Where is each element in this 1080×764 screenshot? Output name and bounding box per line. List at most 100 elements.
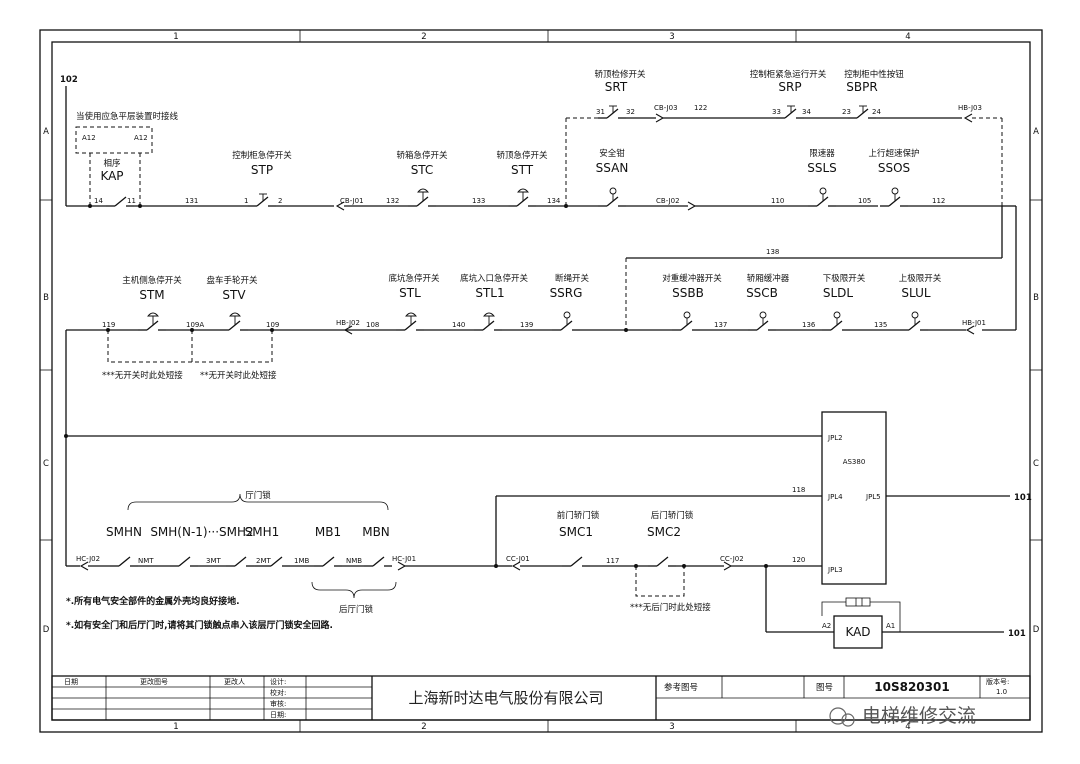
sbpr-tag: SBPR — [846, 80, 877, 94]
note-grounding: *.所有电气安全部件的金属外壳均良好接地. — [66, 595, 240, 607]
stc-switch — [407, 188, 437, 207]
note-safety-door: *.如有安全门和后厅门时,请将其门锁触点串入该层厅门锁安全回路. — [66, 619, 333, 631]
grid-col-4: 4 — [905, 32, 910, 42]
smc2-tag: SMC2 — [647, 525, 681, 539]
row3-circuit: HC-J02 厅门锁 SMHN NMT SMH(N-1)···SMH2 3MT … — [65, 436, 1026, 649]
sscb-switch — [747, 311, 777, 331]
grid-row-d-right: D — [1033, 625, 1040, 635]
tb-version: 1.0 — [996, 688, 1007, 696]
smh-n1-contact — [169, 556, 199, 567]
row1-circuit: 102 当使用应急平层装置时接线 A12 A12 相序 KAP 14 11 13… — [60, 69, 1003, 330]
wire-132: 132 — [386, 197, 399, 205]
kad-tag: KAD — [845, 625, 870, 639]
wire-105: 105 — [858, 197, 871, 205]
stv-desc: 盘车手轮开关 — [206, 275, 258, 286]
grid-col-3: 3 — [669, 32, 674, 42]
wechat-icon — [829, 707, 847, 725]
ssan-tag: SSAN — [596, 161, 629, 175]
stp-desc: 控制柜急停开关 — [232, 150, 292, 161]
grid-row-b: B — [43, 293, 49, 303]
smc2-desc: 后门轿门锁 — [651, 510, 694, 521]
smh1-tag: SMH1 — [245, 525, 280, 539]
srp-terminal-34: 34 — [802, 108, 811, 116]
smhn-contact — [109, 556, 139, 567]
wire-108: 108 — [366, 321, 379, 329]
ssls-desc: 限速器 — [809, 149, 835, 159]
srp-desc: 控制柜紧急运行开关 — [750, 69, 827, 80]
stc-tag: STC — [411, 163, 434, 177]
grid-col-3-bottom: 3 — [669, 722, 674, 732]
cb-j02: CB-J02 — [656, 197, 680, 205]
module-name: AS380 — [843, 458, 866, 466]
ssan-desc: 安全钳 — [599, 148, 625, 159]
sldl-tag: SLDL — [823, 286, 854, 300]
grid-row-c-right: C — [1033, 459, 1039, 469]
stp-terminal-1: 1 — [244, 197, 248, 205]
wire-nmt: NMT — [138, 557, 154, 565]
smc1-tag: SMC1 — [559, 525, 593, 539]
ssos-desc: 上行超速保护 — [868, 148, 919, 159]
cc-j02: CC-J02 — [720, 555, 744, 563]
wire-109a: 109A — [186, 321, 204, 329]
stl1-switch — [473, 312, 503, 331]
node-102: 102 — [60, 75, 78, 85]
ssbb-tag: SSBB — [672, 286, 704, 300]
wire-135: 135 — [874, 321, 887, 329]
grid-col-1: 1 — [173, 32, 178, 42]
sscb-desc: 轿厢缓冲器 — [747, 273, 790, 284]
tb-date: 日期: — [270, 711, 286, 719]
tb-review: 审核: — [270, 699, 286, 708]
stl-switch — [395, 312, 425, 331]
watermark: 电梯维修交流 — [829, 705, 976, 727]
wire-112: 112 — [932, 197, 945, 205]
pin-jpl3: JPL3 — [827, 566, 843, 574]
wire-138: 138 — [766, 248, 779, 256]
sldl-switch — [821, 311, 851, 331]
tb-version-label: 版本号: — [986, 677, 1009, 686]
pin-jpl5: JPL5 — [865, 493, 881, 501]
hc-j02: HC-J02 — [76, 555, 100, 563]
bypass-pin-a10: A12 — [134, 134, 148, 142]
srt-terminal-32: 32 — [626, 108, 635, 116]
stm-switch — [137, 312, 167, 331]
hc-j01: HC-J01 — [392, 555, 416, 563]
grid-col-1-bottom: 1 — [173, 722, 178, 732]
wire-117: 117 — [606, 557, 619, 565]
stc-desc: 轿箱急停开关 — [396, 150, 448, 161]
sldl-desc: 下极限开关 — [823, 273, 866, 284]
note-stm-shunt: ***无开关时此处短接 — [102, 370, 183, 381]
bypass-box — [75, 126, 153, 154]
as380-module: AS380 JPL2 JPL4 JPL3 JPL5 101 — [64, 411, 1032, 585]
grid-col-2-bottom: 2 — [421, 722, 426, 732]
wire-109: 109 — [266, 321, 279, 329]
stm-desc: 主机侧急停开关 — [122, 275, 182, 286]
bypass-pin-a12: A12 — [82, 134, 96, 142]
ssos-switch — [879, 187, 909, 207]
stt-desc: 轿顶急停开关 — [496, 150, 548, 161]
wire-119: 119 — [102, 321, 115, 329]
sbpr-desc: 控制柜中性按钮 — [844, 69, 904, 80]
srt-desc: 轿顶检修开关 — [594, 69, 646, 80]
smh2-contact — [225, 556, 255, 567]
kad-diode — [845, 597, 871, 607]
mbn-tag: MBN — [362, 525, 390, 539]
title-block: 日期 更改图号 更改人 设计: 校对: 审核: 日期: 上海新时达电气股份有限公… — [51, 675, 1031, 721]
wire-139: 139 — [520, 321, 533, 329]
ssls-tag: SSLS — [807, 161, 837, 175]
sscb-tag: SSCB — [746, 286, 778, 300]
ssbb-desc: 对重缓冲器开关 — [662, 273, 722, 284]
hb-j03: HB-J03 — [958, 104, 982, 112]
srt-tag: SRT — [605, 80, 628, 94]
hall-lock-group: 厅门锁 — [245, 490, 271, 501]
kap-tag: KAP — [100, 169, 123, 183]
stv-switch — [219, 312, 249, 331]
wire-110: 110 — [771, 197, 784, 205]
wire-133: 133 — [472, 197, 485, 205]
grid-col-4-bottom: 4 — [905, 722, 910, 732]
cb-j01: CB-J01 — [340, 197, 364, 205]
grid-row-a: A — [43, 127, 49, 137]
tb-drawing-label: 图号 — [816, 683, 833, 693]
wire-120: 120 — [792, 556, 805, 564]
smc2-contact — [647, 556, 677, 567]
wire-nmb: NMB — [346, 557, 362, 565]
